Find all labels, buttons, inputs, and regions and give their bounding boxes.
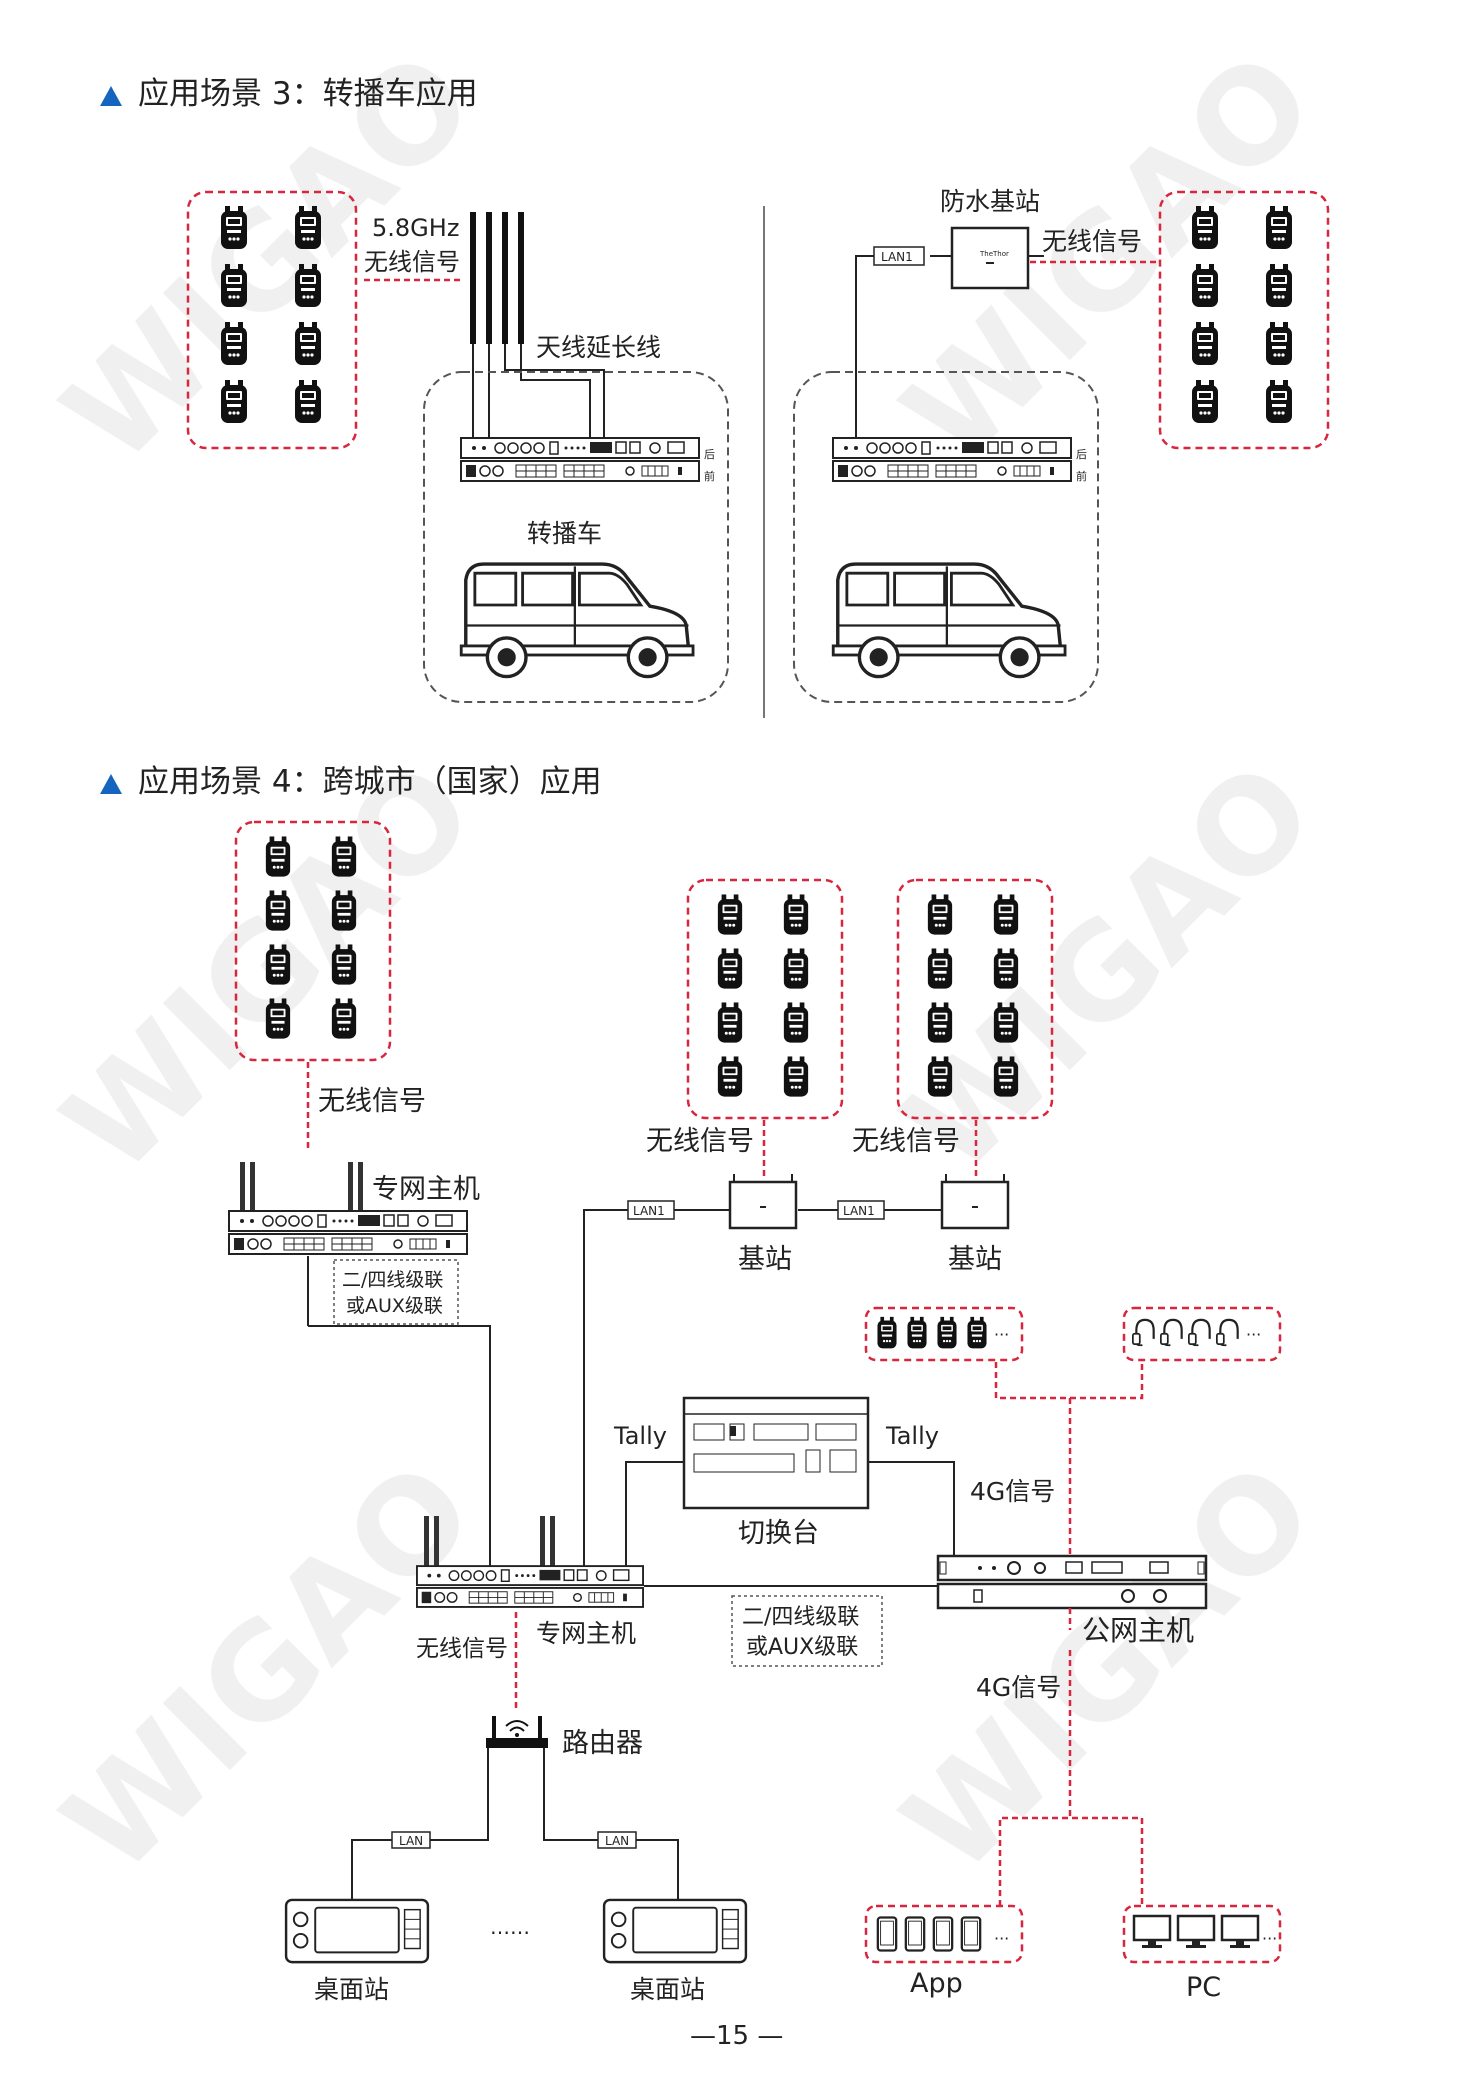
rack-front-label: 前 — [704, 469, 715, 483]
van-group-left — [423, 371, 729, 703]
beltpack-group-bs2 — [896, 878, 1054, 1120]
freq-label: 5.8GHz — [372, 214, 459, 242]
switcher-label: 切换台 — [738, 1518, 819, 1549]
headset-icons — [1132, 1318, 1239, 1347]
beltpack-mini-group — [864, 1306, 1024, 1362]
tally-right-label: Tally — [885, 1422, 939, 1450]
cascade-note-1-line1: 二/四线级联 — [342, 1269, 443, 1291]
beltpack-icons — [717, 894, 809, 1097]
base-station-2-icon — [940, 1172, 1010, 1230]
private-host-top-label: 专网主机 — [372, 1174, 480, 1205]
pc-group — [1122, 1904, 1282, 1964]
switcher-icon — [682, 1396, 870, 1510]
wireless-label-mid: 无线信号 — [416, 1636, 508, 1662]
scene4-title: 应用场景 4：跨城市（国家）应用 — [138, 764, 602, 800]
base-station-2-label: 基站 — [948, 1244, 1002, 1275]
section-marker-icon — [100, 774, 122, 794]
desk-station-right-label: 桌面站 — [630, 1975, 705, 2004]
lan-label-left: LAN — [399, 1834, 423, 1848]
extension-label: 天线延长线 — [536, 333, 661, 362]
cascade-note-2 — [731, 1595, 883, 1667]
public-host-icon — [936, 1554, 1208, 1610]
wireless-label-bs1: 无线信号 — [646, 1126, 754, 1157]
waterproof-station-label: 防水基站 — [940, 187, 1040, 216]
wireless-label-right: 无线信号 — [1042, 227, 1142, 256]
van-icon — [459, 562, 696, 679]
headset-group — [1122, 1306, 1282, 1362]
antenna-icons — [470, 212, 524, 344]
beltpack-icons — [877, 1316, 987, 1349]
desk-station-left-icon — [284, 1898, 430, 1964]
monitor-icons — [1132, 1914, 1260, 1950]
beltpack-group-3-left — [186, 190, 358, 450]
router-icon — [486, 1716, 548, 1748]
tally-left-label: Tally — [613, 1422, 667, 1450]
wireless-label-top: 无线信号 — [318, 1086, 426, 1117]
more-dots: ··· — [1246, 1325, 1261, 1344]
base-station-1-label: 基站 — [738, 1244, 792, 1275]
desk-station-left-label: 桌面站 — [314, 1975, 389, 2004]
section-marker-icon — [100, 86, 122, 106]
switcher-buttons — [693, 1423, 857, 1473]
app-group — [864, 1904, 1024, 1964]
van-icon — [831, 562, 1068, 679]
private-host-mid-label: 专网主机 — [536, 1619, 636, 1648]
beltpack-icons — [1192, 206, 1292, 423]
base-station-1-icon — [728, 1172, 798, 1230]
rack-front-label: 前 — [1076, 469, 1087, 483]
cascade-note-1-line2: 或AUX级联 — [346, 1295, 443, 1317]
cascade-note-2-line2: 或AUX级联 — [746, 1635, 858, 1660]
phone-icons — [876, 1916, 982, 1952]
watermark: WIGAO — [34, 1434, 502, 1902]
van-label: 转播车 — [527, 519, 602, 548]
rack-host-icon — [460, 437, 700, 482]
antenna-icons — [240, 1162, 363, 1212]
router-label: 路由器 — [562, 1728, 643, 1759]
svg-text:TheThor: TheThor — [979, 250, 1009, 258]
rack-back-label: 后 — [704, 448, 715, 461]
van-group-right — [793, 371, 1099, 703]
signal-4g-top-label: 4G信号 — [970, 1477, 1055, 1506]
more-dots: ··· — [1262, 1929, 1277, 1948]
scene3-title: 应用场景 3：转播车应用 — [138, 76, 478, 112]
cascade-note-2-line1: 二/四线级联 — [742, 1605, 859, 1630]
more-dots: ··· — [994, 1929, 1009, 1948]
private-host-top-icon — [228, 1210, 468, 1255]
rack-back-label: 后 — [1076, 448, 1087, 461]
pc-label: PC — [1186, 1972, 1221, 2003]
desk-ellipsis: …… — [490, 1915, 530, 1939]
watermark: WIGAO — [874, 1434, 1342, 1902]
app-label: App — [910, 1968, 963, 1999]
more-dots: ··· — [994, 1325, 1009, 1344]
lan1-label-a: LAN1 — [633, 1204, 665, 1218]
cascade-note-1 — [333, 1259, 459, 1325]
beltpack-group-4-top — [234, 820, 392, 1062]
antenna-icons — [424, 1516, 555, 1566]
page-number: —15 — — [690, 2021, 783, 2051]
wireless-label: 无线信号 — [364, 248, 460, 276]
waterproof-base-station-icon — [950, 226, 1030, 290]
wireless-label-bs2: 无线信号 — [852, 1126, 960, 1157]
beltpack-group-3-right — [1158, 190, 1330, 450]
public-host-label: 公网主机 — [1082, 1614, 1194, 1647]
desk-station-right-icon — [602, 1898, 748, 1964]
lan-label-right: LAN — [605, 1834, 629, 1848]
lan1-label-b: LAN1 — [843, 1204, 875, 1218]
lan1-label-3: LAN1 — [881, 250, 913, 264]
signal-4g-bottom-label: 4G信号 — [976, 1673, 1061, 1702]
beltpack-group-bs1 — [686, 878, 844, 1120]
